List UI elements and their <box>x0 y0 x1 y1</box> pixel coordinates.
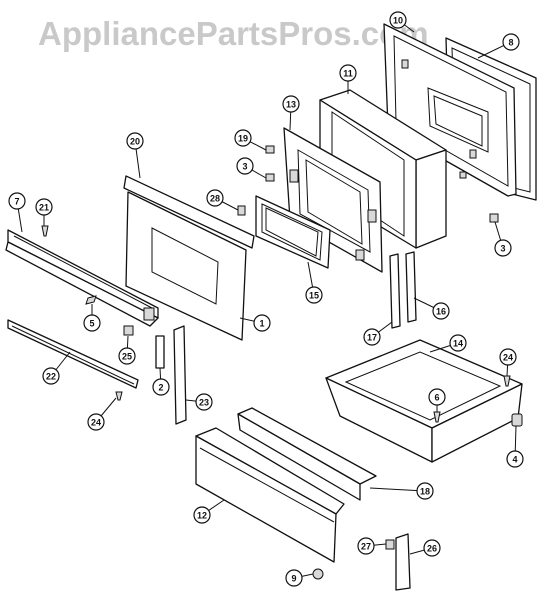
callout-label-26: 26 <box>427 544 437 554</box>
callout-label-15: 15 <box>309 291 319 301</box>
callout-circle-16 <box>432 302 450 320</box>
callout-circle-8 <box>502 33 520 51</box>
callout-label-6: 6 <box>434 393 439 403</box>
watermark: AppliancePartsPros.com <box>38 15 429 52</box>
callout-label-25: 25 <box>122 352 132 362</box>
part-clip-19 <box>265 145 275 154</box>
callout-label-22: 22 <box>46 372 56 382</box>
callout-circle-3 <box>494 239 512 257</box>
part-door-top-trim <box>123 175 255 249</box>
callout-circle-12 <box>193 506 211 524</box>
part-drawer-back-panel <box>237 407 377 501</box>
part-door-frame <box>383 23 517 197</box>
leader-line-18 <box>369 487 426 492</box>
callout-label-16: 16 <box>436 307 446 317</box>
callout-circle-3 <box>236 157 254 175</box>
callout-label-9: 9 <box>291 574 296 584</box>
part-clip-3-top <box>265 173 275 182</box>
callout-circle-27 <box>357 537 375 555</box>
callout-circle-24 <box>87 413 105 431</box>
callout-circle-26 <box>423 539 441 557</box>
callout-label-10: 10 <box>393 16 403 26</box>
callout-label-27: 27 <box>361 542 371 552</box>
part-door-spacer-2 <box>155 335 165 369</box>
callout-label-3: 3 <box>500 244 505 254</box>
callout-label-4: 4 <box>512 455 517 465</box>
callout-label-13: 13 <box>286 100 296 110</box>
part-screw-6 <box>433 411 441 423</box>
callout-label-24: 24 <box>503 353 513 363</box>
part-outer-door-glass <box>125 191 247 341</box>
part-clip-3-right <box>489 213 499 223</box>
part-screw-9 <box>312 568 324 580</box>
callout-circle-6 <box>428 388 446 406</box>
callout-circle-18 <box>416 482 434 500</box>
callout-label-2: 2 <box>158 383 163 393</box>
callout-label-18: 18 <box>420 487 430 497</box>
part-clip-28 <box>237 205 246 216</box>
callout-circle-15 <box>305 286 323 304</box>
callout-label-17: 17 <box>367 333 377 343</box>
part-window-frame <box>255 195 331 269</box>
callout-circle-1 <box>253 314 271 332</box>
callout-circle-21 <box>35 198 53 216</box>
part-end-cap-26 <box>395 533 411 591</box>
callout-circle-9 <box>285 569 303 587</box>
callout-label-7: 7 <box>14 197 19 207</box>
callout-circle-24 <box>499 348 517 366</box>
callout-circle-14 <box>449 334 467 352</box>
part-side-channel-23 <box>173 325 187 425</box>
part-side-strip-17 <box>389 253 401 329</box>
part-insulation-box <box>319 89 447 249</box>
callout-circle-7 <box>8 192 26 210</box>
callout-label-19: 19 <box>238 134 248 144</box>
part-roller-4 <box>511 413 523 427</box>
callout-circle-10 <box>389 11 407 29</box>
part-inner-door-liner <box>283 127 383 273</box>
callout-label-1: 1 <box>259 319 264 329</box>
part-lower-trim-rail <box>7 319 139 389</box>
callout-circle-17 <box>363 328 381 346</box>
part-door-vent-rail <box>5 229 159 327</box>
callout-label-28: 28 <box>210 194 220 204</box>
callout-circle-25 <box>118 347 136 365</box>
callout-label-20: 20 <box>130 137 140 147</box>
part-screw-24-right <box>503 375 511 387</box>
callout-circle-22 <box>42 367 60 385</box>
callout-label-21: 21 <box>39 203 49 213</box>
callout-circle-28 <box>206 189 224 207</box>
callout-label-14: 14 <box>453 339 463 349</box>
callout-circle-13 <box>282 95 300 113</box>
callout-label-24: 24 <box>91 418 101 428</box>
callout-circle-23 <box>195 393 213 411</box>
part-storage-drawer <box>325 339 523 463</box>
part-screw-24-left <box>115 391 123 401</box>
callout-label-23: 23 <box>199 398 209 408</box>
callout-label-5: 5 <box>89 319 94 329</box>
part-clip-5 <box>85 295 97 305</box>
part-clip-25 <box>123 325 134 336</box>
callout-circle-19 <box>234 129 252 147</box>
part-drawer-front <box>195 427 345 563</box>
callout-label-12: 12 <box>197 511 207 521</box>
callout-circle-11 <box>339 64 357 82</box>
part-side-strip-16 <box>405 251 417 323</box>
callout-circle-20 <box>126 132 144 150</box>
callout-circle-5 <box>83 314 101 332</box>
part-clip-27 <box>385 539 395 550</box>
callout-circle-4 <box>506 450 524 468</box>
callout-label-3: 3 <box>242 162 247 172</box>
callout-label-11: 11 <box>343 69 353 79</box>
callout-label-8: 8 <box>508 38 513 48</box>
callout-circle-2 <box>152 378 170 396</box>
part-screw-21 <box>41 225 49 237</box>
